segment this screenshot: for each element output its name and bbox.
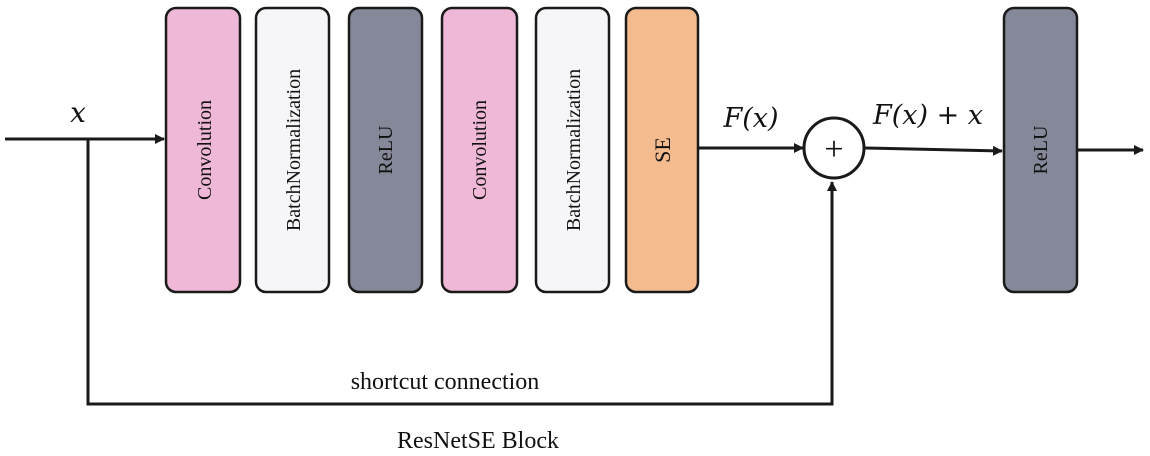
- shortcut-line: [86, 139, 837, 406]
- block-convolution-2-rect: [440, 6, 519, 294]
- caption: ResNetSE Block: [397, 428, 559, 454]
- plus-symbol: +: [824, 131, 843, 168]
- block-convolution-2-label: Convolution: [469, 100, 491, 200]
- block-batchnorm-2-label: BatchNormalization: [563, 69, 585, 231]
- block-batchnorm-1: BatchNormalization: [254, 6, 331, 294]
- block-convolution-1-label: Convolution: [194, 100, 216, 200]
- block-batchnorm-1-rect: [254, 6, 331, 294]
- shortcut-label: shortcut connection: [351, 369, 540, 395]
- block-se-label: SE: [650, 137, 675, 163]
- block-batchnorm-2: BatchNormalization: [534, 6, 611, 294]
- sum-label: F(x) + x: [872, 100, 983, 131]
- block-se: SE: [624, 6, 700, 294]
- block-relu-1-rect: [347, 6, 424, 294]
- fx-label: F(x): [722, 103, 778, 134]
- addition-node: [802, 116, 866, 180]
- block-relu-output-rect: [1002, 6, 1079, 294]
- block-relu-1-label: ReLU: [375, 125, 397, 174]
- block-convolution-1-rect: [164, 6, 242, 294]
- block-batchnorm-2-rect: [534, 6, 611, 294]
- block-relu-output-label: ReLU: [1030, 125, 1052, 174]
- input-label: x: [70, 96, 86, 129]
- block-relu-1: ReLU: [347, 6, 424, 294]
- block-convolution-1: Convolution: [164, 6, 242, 294]
- block-relu-output: ReLU: [1002, 6, 1079, 294]
- block-batchnorm-1-label: BatchNormalization: [283, 69, 305, 231]
- block-convolution-2: Convolution: [440, 6, 519, 294]
- block-se-rect: [624, 6, 700, 294]
- sum-arrow: [864, 145, 1003, 156]
